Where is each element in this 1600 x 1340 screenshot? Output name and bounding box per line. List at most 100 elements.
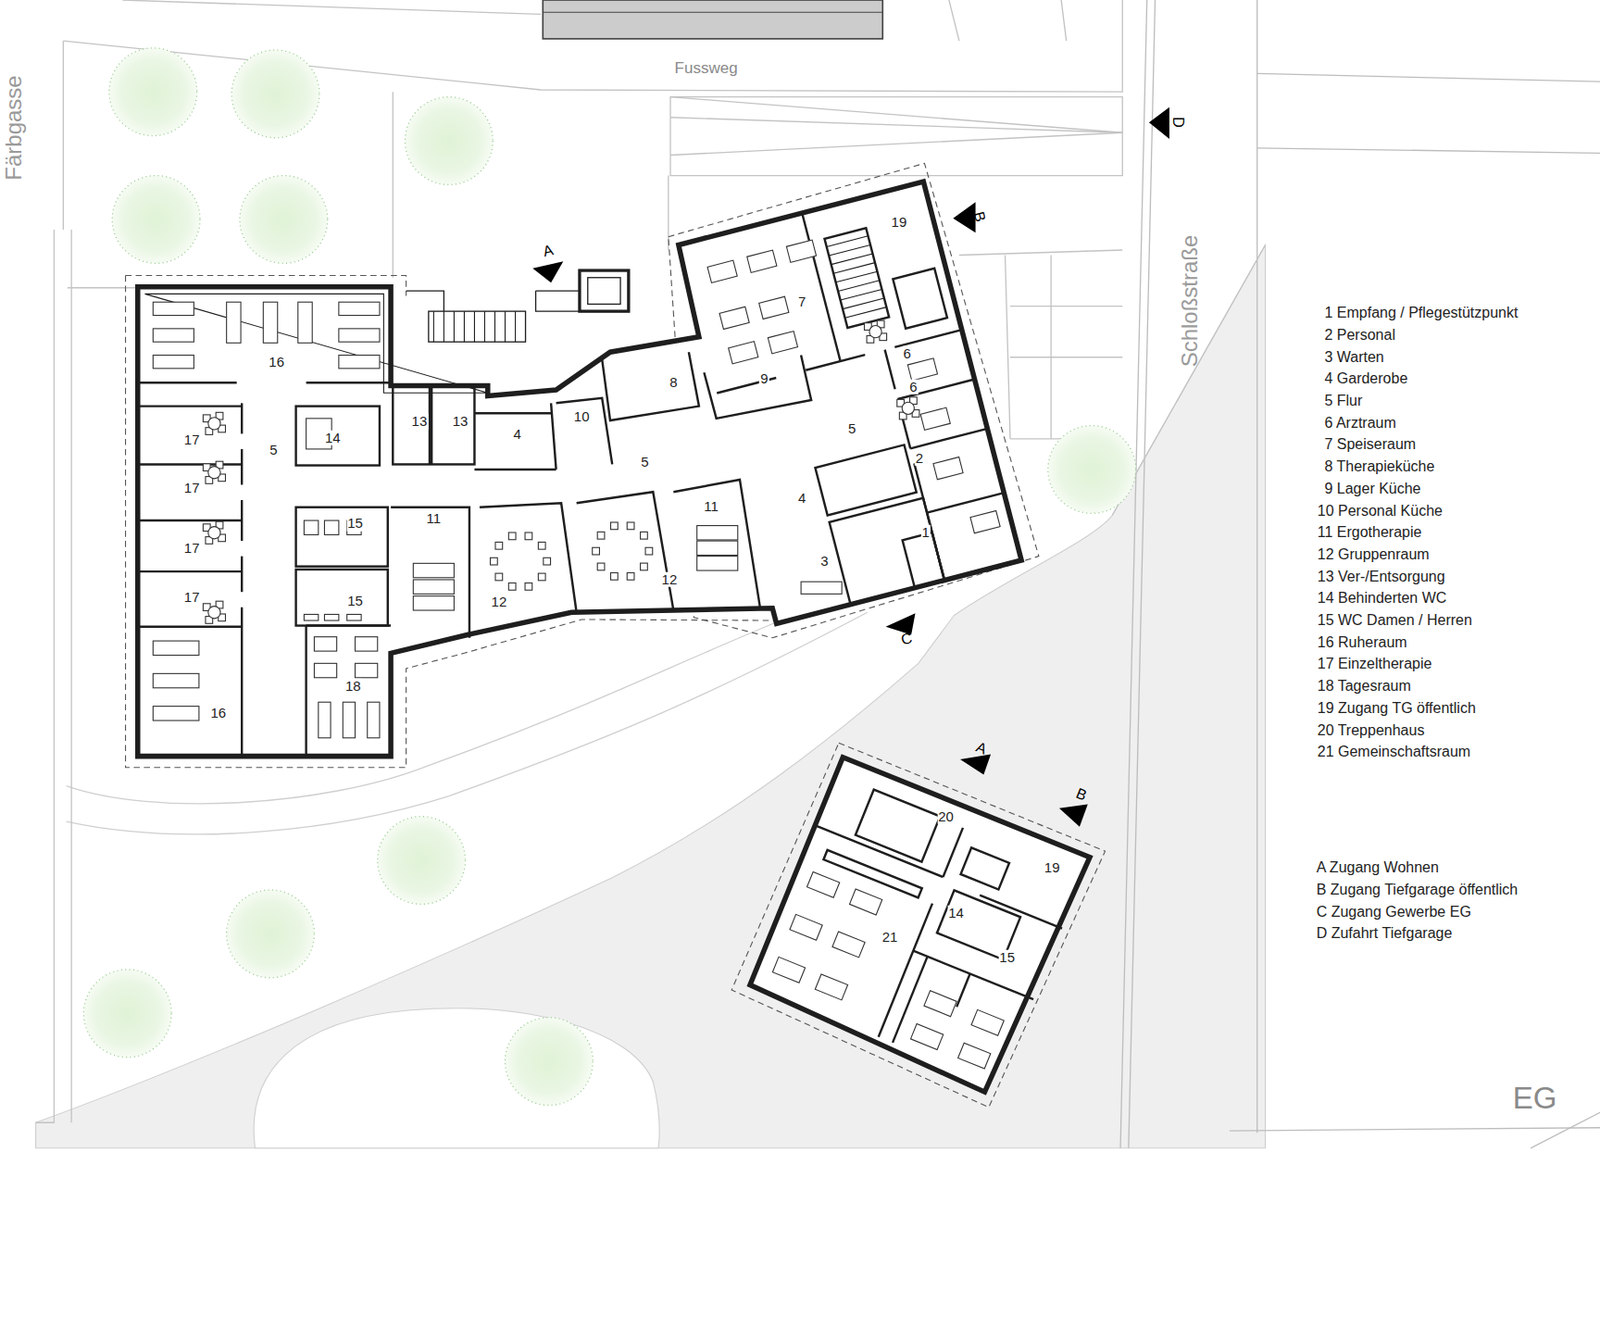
- interior-walls: [678, 181, 1022, 624]
- chair: [525, 532, 533, 540]
- tree: [505, 1017, 594, 1106]
- stair-step: [504, 311, 506, 342]
- furniture-item: [152, 328, 194, 342]
- chair: [525, 583, 533, 591]
- access-line: A Zugang Wohnen: [1316, 859, 1439, 876]
- table: [707, 260, 738, 283]
- room-number: 17: [183, 540, 201, 557]
- interior-walls: [750, 774, 1085, 1086]
- stair-step: [845, 307, 888, 319]
- chair: [543, 557, 551, 565]
- room-number: 19: [1043, 859, 1062, 875]
- chair: [626, 522, 635, 530]
- table: [772, 956, 805, 983]
- room-number: 6: [902, 346, 913, 363]
- tree: [109, 48, 198, 137]
- furniture-item: [324, 520, 338, 535]
- tree: [226, 889, 315, 978]
- legend-line: 7 Speiseraum: [1324, 437, 1416, 454]
- table: [832, 931, 865, 958]
- furniture-item: [324, 613, 338, 621]
- interior-walls: [137, 351, 812, 756]
- table: [924, 990, 957, 1017]
- furniture-item: [338, 328, 380, 342]
- legend-line: 12 Gruppenraum: [1317, 546, 1430, 563]
- table: [920, 407, 950, 430]
- furniture-item: [262, 301, 277, 343]
- table: [911, 1024, 944, 1050]
- table: [933, 457, 963, 480]
- road-lines: [1120, 0, 1600, 1149]
- legend-line: 14 Behinderten WC: [1317, 590, 1448, 608]
- room-number: 8: [668, 375, 678, 391]
- room-number: 14: [947, 905, 965, 922]
- site-lines: [36, 0, 1266, 1123]
- furniture-item: [303, 613, 318, 621]
- furniture-item: [800, 581, 842, 594]
- furniture-group: [707, 212, 1000, 581]
- neighbour-building: [542, 0, 883, 39]
- furniture-item: [152, 706, 200, 721]
- table: [970, 510, 1000, 533]
- tree: [405, 97, 494, 186]
- furniture-item: [152, 673, 200, 688]
- building-outline-dashed: [125, 162, 1039, 767]
- section-letter: B: [1074, 785, 1089, 804]
- legend-line: 13 Ver-/Entsorgung: [1317, 568, 1446, 586]
- section-letter: A: [540, 241, 555, 261]
- furniture-item: [412, 579, 454, 594]
- table: [789, 913, 823, 940]
- room-number: 3: [819, 553, 829, 570]
- tree: [1048, 425, 1137, 514]
- stair-step: [494, 311, 496, 342]
- room-number: 17: [183, 480, 201, 497]
- stair-step: [831, 253, 874, 265]
- furniture-item: [298, 301, 313, 343]
- table: [786, 239, 816, 263]
- chair: [626, 573, 635, 581]
- furniture-item: [367, 701, 380, 738]
- room-number: 16: [267, 354, 286, 371]
- legend-line: 2 Personal: [1324, 326, 1396, 344]
- room-number: 15: [346, 593, 364, 610]
- room-number: 4: [797, 490, 807, 507]
- legend-line: 3 Warten: [1324, 349, 1384, 366]
- furniture-item: [697, 540, 738, 555]
- furniture-item: [338, 301, 380, 315]
- main-building: [137, 181, 1022, 756]
- chair: [537, 573, 546, 581]
- chair: [508, 532, 516, 540]
- furniture-item: [303, 520, 318, 535]
- stair-step: [443, 311, 445, 342]
- table: [850, 888, 883, 915]
- table: [728, 341, 759, 364]
- room-number: 16: [209, 705, 227, 722]
- legend-line: 8 Therapieküche: [1324, 458, 1435, 475]
- room-number: 12: [661, 572, 679, 588]
- stair-step: [484, 311, 486, 342]
- furniture-item: [342, 701, 355, 738]
- room-number: 18: [344, 677, 363, 694]
- section-letter: D: [1169, 116, 1187, 128]
- stair-core: [826, 236, 888, 318]
- room-number: 2: [914, 450, 925, 467]
- table: [767, 331, 798, 354]
- room-number: 17: [183, 588, 201, 605]
- floor-name: EG: [1512, 1081, 1558, 1115]
- room-number: 9: [759, 371, 769, 388]
- furniture-item: [152, 640, 200, 655]
- chair: [495, 573, 503, 581]
- section-letter: B: [970, 209, 989, 224]
- tree: [231, 50, 320, 138]
- room-number: 15: [998, 949, 1016, 965]
- stair-step: [837, 280, 880, 292]
- room-number: 10: [573, 408, 591, 425]
- legend-line: 20 Treppenhaus: [1317, 722, 1425, 739]
- chair: [611, 573, 619, 581]
- furniture-item: [318, 701, 331, 738]
- entrance-stair: [406, 270, 629, 342]
- room-number: 7: [797, 294, 807, 311]
- furniture-item: [313, 637, 337, 651]
- stair-step: [836, 271, 878, 283]
- section-letter: A: [974, 738, 989, 758]
